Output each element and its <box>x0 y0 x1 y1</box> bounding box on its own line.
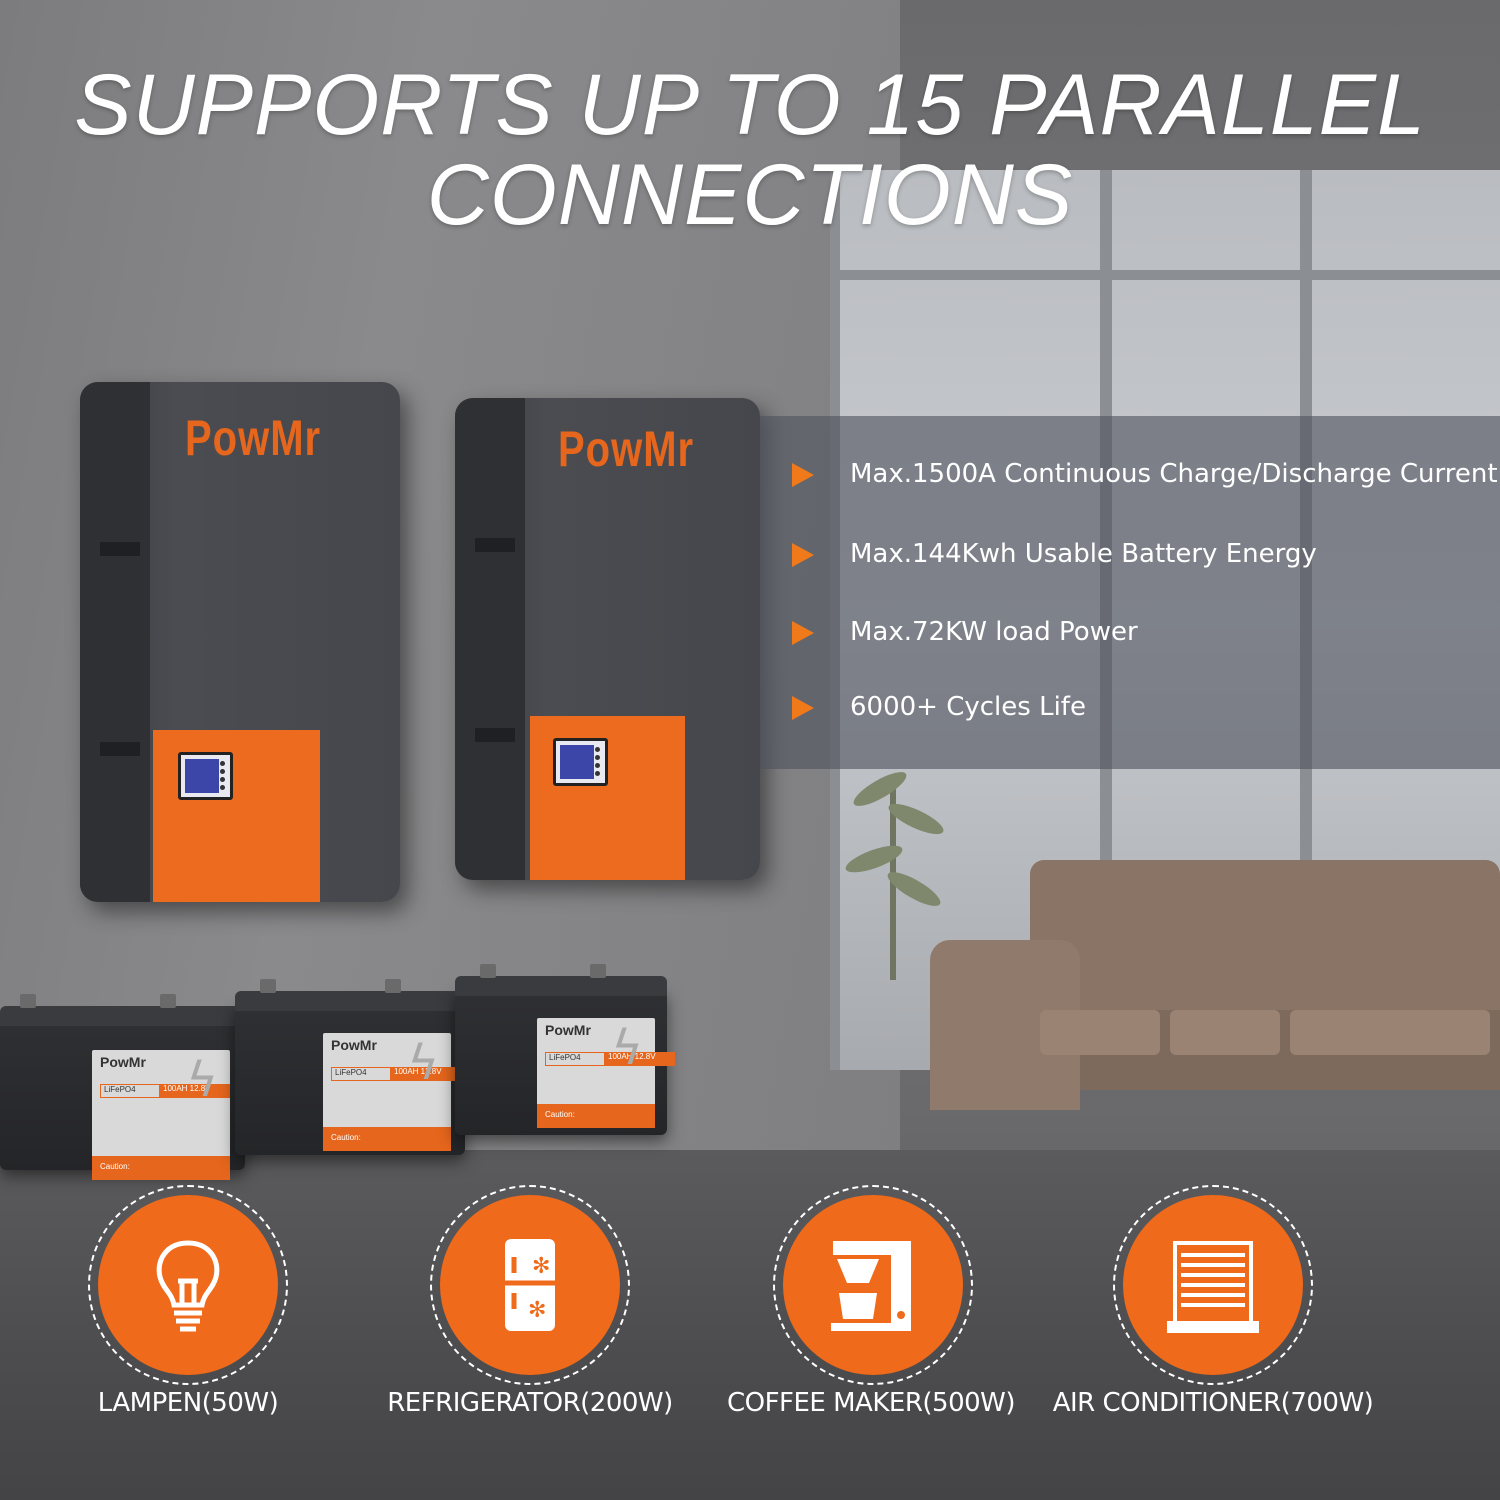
appliance-label: REFRIGERATOR(200W) <box>387 1388 673 1418</box>
triangle-bullet-icon <box>792 621 814 645</box>
battery-chemistry: LiFePO4 <box>545 1052 605 1066</box>
appliance-label: AIR CONDITIONER(700W) <box>1052 1388 1374 1418</box>
wall-battery-unit-2: PowMr <box>455 398 760 880</box>
lightning-bolt-icon: ϟ <box>407 1035 439 1091</box>
lightning-bolt-icon: ϟ <box>611 1020 643 1076</box>
floor-battery-2: PowMr LiFePO4 100AH 12.8V ϟ Caution: <box>235 979 465 1155</box>
brand-logo: PowMr <box>558 422 695 478</box>
appliance-lamp <box>88 1185 288 1385</box>
battery-brand: PowMr <box>100 1054 146 1070</box>
spec-text: Max.72KW load Power <box>850 617 1138 647</box>
air-conditioner-icon <box>1167 1241 1259 1333</box>
lcd-display <box>178 752 233 800</box>
wall-battery-unit-1: PowMr <box>80 382 400 902</box>
svg-text:✻: ✻ <box>528 1298 546 1323</box>
battery-capacity: 100AH 12.8V <box>391 1067 461 1081</box>
light-bulb-icon <box>156 1240 220 1332</box>
battery-capacity: 100AH 12.8V <box>605 1052 675 1066</box>
appliance-label: LAMPEN(50W) <box>97 1388 279 1418</box>
appliance-coffee-maker <box>773 1185 973 1385</box>
headline-line-2: CONNECTIONS <box>426 147 1074 243</box>
triangle-bullet-icon <box>792 543 814 567</box>
plant <box>842 760 947 980</box>
lightning-bolt-icon: ϟ <box>186 1052 218 1108</box>
battery-brand: PowMr <box>545 1022 591 1038</box>
appliance-air-conditioner <box>1113 1185 1313 1385</box>
spec-text: Max.1500A Continuous Charge/Discharge Cu… <box>850 459 1498 489</box>
svg-text:✻: ✻ <box>532 1254 550 1279</box>
spec-panel: Max.1500A Continuous Charge/Discharge Cu… <box>760 416 1500 769</box>
battery-label: PowMr LiFePO4 100AH 12.8V ϟ Caution: <box>323 1033 461 1151</box>
triangle-bullet-icon <box>792 463 814 487</box>
battery-caution: Caution: <box>100 1162 130 1171</box>
battery-label: PowMr LiFePO4 100AH 12.8V ϟ Caution: <box>92 1050 230 1180</box>
appliance-refrigerator: ✻ ✻ <box>430 1185 630 1385</box>
spec-item: Max.1500A Continuous Charge/Discharge Cu… <box>792 454 1498 494</box>
refrigerator-icon: ✻ ✻ <box>505 1239 555 1331</box>
battery-brand: PowMr <box>331 1037 377 1053</box>
battery-chemistry: LiFePO4 <box>100 1084 160 1098</box>
spec-text: 6000+ Cycles Life <box>850 692 1086 722</box>
headline: SUPPORTS UP TO 15 PARALLEL CONNECTIONS <box>0 60 1500 240</box>
sofa <box>930 860 1500 1130</box>
battery-label: PowMr LiFePO4 100AH 12.8V ϟ Caution: <box>537 1018 675 1128</box>
brand-logo: PowMr <box>185 411 322 467</box>
battery-capacity: 100AH 12.8V <box>160 1084 230 1098</box>
spec-item: Max.144Kwh Usable Battery Energy <box>792 534 1317 574</box>
floor-battery-3: PowMr LiFePO4 100AH 12.8V ϟ Caution: <box>455 964 675 1135</box>
battery-caution: Caution: <box>545 1110 575 1119</box>
battery-caution: Caution: <box>331 1133 361 1142</box>
headline-line-1: SUPPORTS UP TO 15 PARALLEL <box>74 57 1426 153</box>
lcd-display <box>553 738 608 786</box>
floor-battery-1: PowMr LiFePO4 100AH 12.8V ϟ Caution: <box>0 994 245 1180</box>
battery-chemistry: LiFePO4 <box>331 1067 391 1081</box>
triangle-bullet-icon <box>792 696 814 720</box>
spec-item: 6000+ Cycles Life <box>792 687 1086 727</box>
spec-text: Max.144Kwh Usable Battery Energy <box>850 539 1317 569</box>
appliance-label: COFFEE MAKER(500W) <box>726 1388 1016 1418</box>
spec-item: Max.72KW load Power <box>792 612 1138 652</box>
coffee-maker-icon <box>831 1241 911 1331</box>
